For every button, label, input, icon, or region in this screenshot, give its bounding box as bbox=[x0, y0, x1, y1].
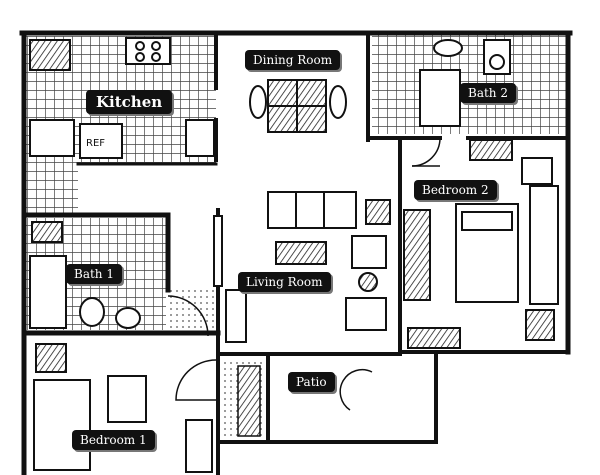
living-room-label: Living Room bbox=[238, 272, 331, 292]
kitchen-fixtures bbox=[29, 37, 215, 159]
living-room-furniture bbox=[213, 191, 391, 343]
bedroom-2-label: Bedroom 2 bbox=[414, 180, 497, 200]
bedroom-1-label: Bedroom 1 bbox=[72, 430, 155, 450]
walls bbox=[19, 30, 573, 475]
patio-label: Patio bbox=[288, 372, 335, 392]
bath-1-fixtures bbox=[29, 221, 141, 329]
dining-table bbox=[249, 79, 347, 133]
bath-1-label: Bath 1 bbox=[66, 264, 122, 284]
dining-room-label: Dining Room bbox=[245, 50, 341, 70]
kitchen-label: Kitchen bbox=[86, 90, 173, 114]
bedroom-1-furniture bbox=[33, 343, 213, 473]
bath-2-label: Bath 2 bbox=[460, 83, 516, 103]
patio-stair bbox=[237, 365, 261, 437]
refrigerator-label: REF bbox=[86, 138, 105, 149]
bedroom-2-furniture bbox=[403, 157, 559, 349]
door-swings bbox=[167, 137, 441, 411]
bath-2-fixtures bbox=[419, 39, 513, 161]
